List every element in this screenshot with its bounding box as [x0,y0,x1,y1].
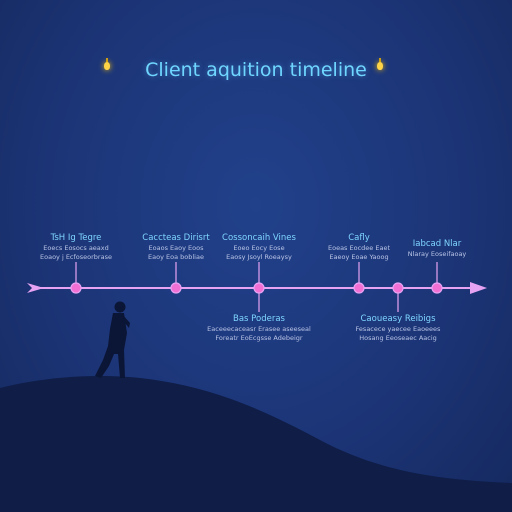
event-description: Eaoy Eoa bobliae [148,253,204,261]
page-title: Client aquition timeline [145,59,367,81]
event-description: Eoeas Eocdee Eaet [327,244,390,252]
arrow-right-icon [470,282,487,294]
person-silhouette [95,301,130,378]
event-title: Caoueasy Reibigs [360,314,436,324]
lamp-icon [377,58,383,72]
event-description: Eaeoy Eoae Yaoog [329,253,389,261]
arrow-left-icon [27,283,44,293]
event-title: Bas Poderas [233,314,285,324]
event-description: Foreatr EoEcgsse Adebeigr [215,334,303,342]
timeline-node [170,282,182,294]
hill-silhouette [0,376,512,512]
event-description: Eoecs Eosocs aeaxd [43,244,109,252]
event-description: Eoaoy j Ecfoseorbrase [40,253,112,261]
event-title: Iabcad Nlar [412,239,462,249]
event-title: Caccteas Dirisrt [142,233,210,243]
event-description: Fesacece yaecee Eaoeees [355,325,441,333]
timeline-node [392,282,404,294]
timeline-node [431,282,443,294]
event-description: Hosang Eeoseaec Aacig [359,334,437,342]
event-title: TsH Ig Tegre [50,233,102,243]
event-description: Eaceeecaceasr Erasee aseeseal [207,325,311,333]
timeline-nodes [70,262,443,312]
event-title: Cafly [348,233,370,243]
timeline-node [70,282,82,294]
event-title: Cossoncaih Vines [222,233,296,243]
event-description: Nlaray Eoseifaoay [407,250,467,258]
event-description: Eaosy Jsoyl Roeaysy [226,253,292,261]
lamp-icon [104,58,110,72]
event-description: Eoaos Eaoy Eoos [148,244,204,252]
timeline-node [253,282,265,294]
event-description: Eoeo Eocy Eose [233,244,285,252]
timeline-node [353,282,365,294]
